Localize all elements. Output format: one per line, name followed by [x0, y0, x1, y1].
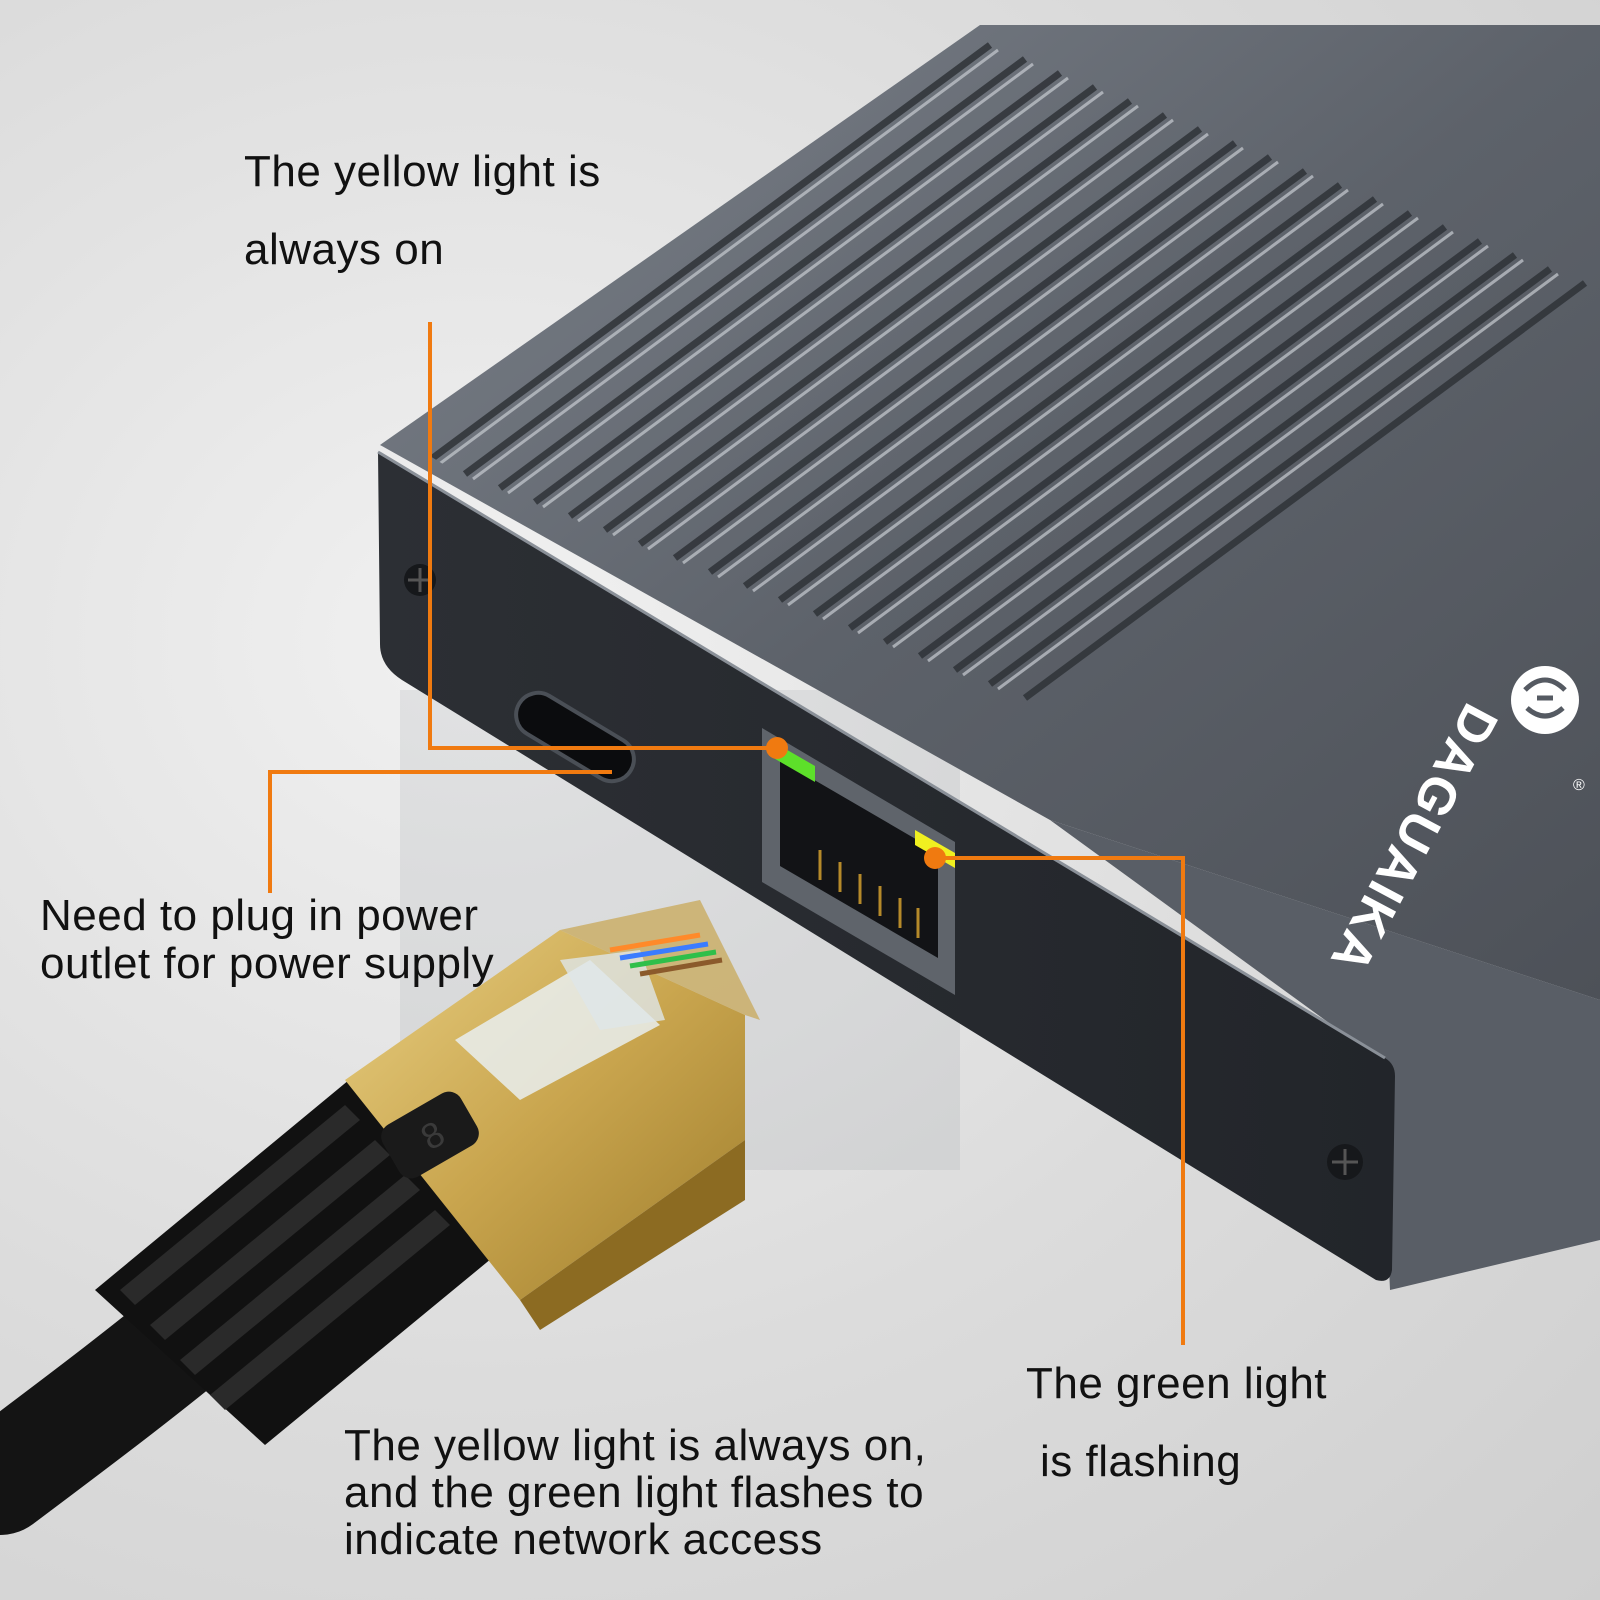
- callout-line-green: [935, 856, 1185, 1345]
- callout-power-supply: Need to plug in power outlet for power s…: [40, 891, 495, 989]
- plug-latch-clip: [455, 950, 665, 1100]
- heatsink-rib-highlights: [437, 48, 1559, 691]
- callout-dot-yellow-led: [924, 847, 946, 869]
- callout-summary: The yellow light is always on, and the g…: [344, 1422, 926, 1563]
- callout-summary-line-2: and the green light flashes to: [344, 1468, 925, 1518]
- heatsink-ribs: [427, 42, 1588, 701]
- plug-wire-pairs: [609, 932, 723, 977]
- callout-summary-line-1: The yellow light is always on,: [344, 1421, 927, 1470]
- callout-line-yellow: [428, 322, 777, 750]
- callout-dot-green-led: [766, 737, 788, 759]
- screw-right: [1327, 1144, 1363, 1180]
- callout-summary-line-3: indicate network access: [344, 1515, 823, 1565]
- callout-power-line-1: Need to plug in power: [40, 891, 479, 940]
- callout-yellow-line-2: always on: [244, 225, 445, 275]
- callout-lines: [268, 322, 1185, 1345]
- cat8-badge: 8: [381, 1091, 479, 1179]
- callout-yellow-light: The yellow light is always on: [244, 147, 601, 275]
- network-adapter-enclosure: DAGUAIKA ®: [377, 25, 1600, 1290]
- callout-line-power: [268, 770, 612, 893]
- enclosure-side: [1050, 820, 1600, 1290]
- callout-power-line-2: outlet for power supply: [40, 939, 495, 989]
- registered-mark: ®: [1573, 777, 1585, 794]
- callout-green-light: The green light is flashing: [1026, 1359, 1328, 1487]
- usb-c-power-port: [514, 690, 636, 784]
- callout-yellow-line-1: The yellow light is: [244, 147, 601, 196]
- ethernet-cable: 8: [0, 900, 760, 1535]
- tiger-logo-icon: [1511, 666, 1579, 734]
- callout-green-line-2: is flashing: [1040, 1437, 1242, 1487]
- callout-green-line-1: The green light: [1026, 1359, 1328, 1408]
